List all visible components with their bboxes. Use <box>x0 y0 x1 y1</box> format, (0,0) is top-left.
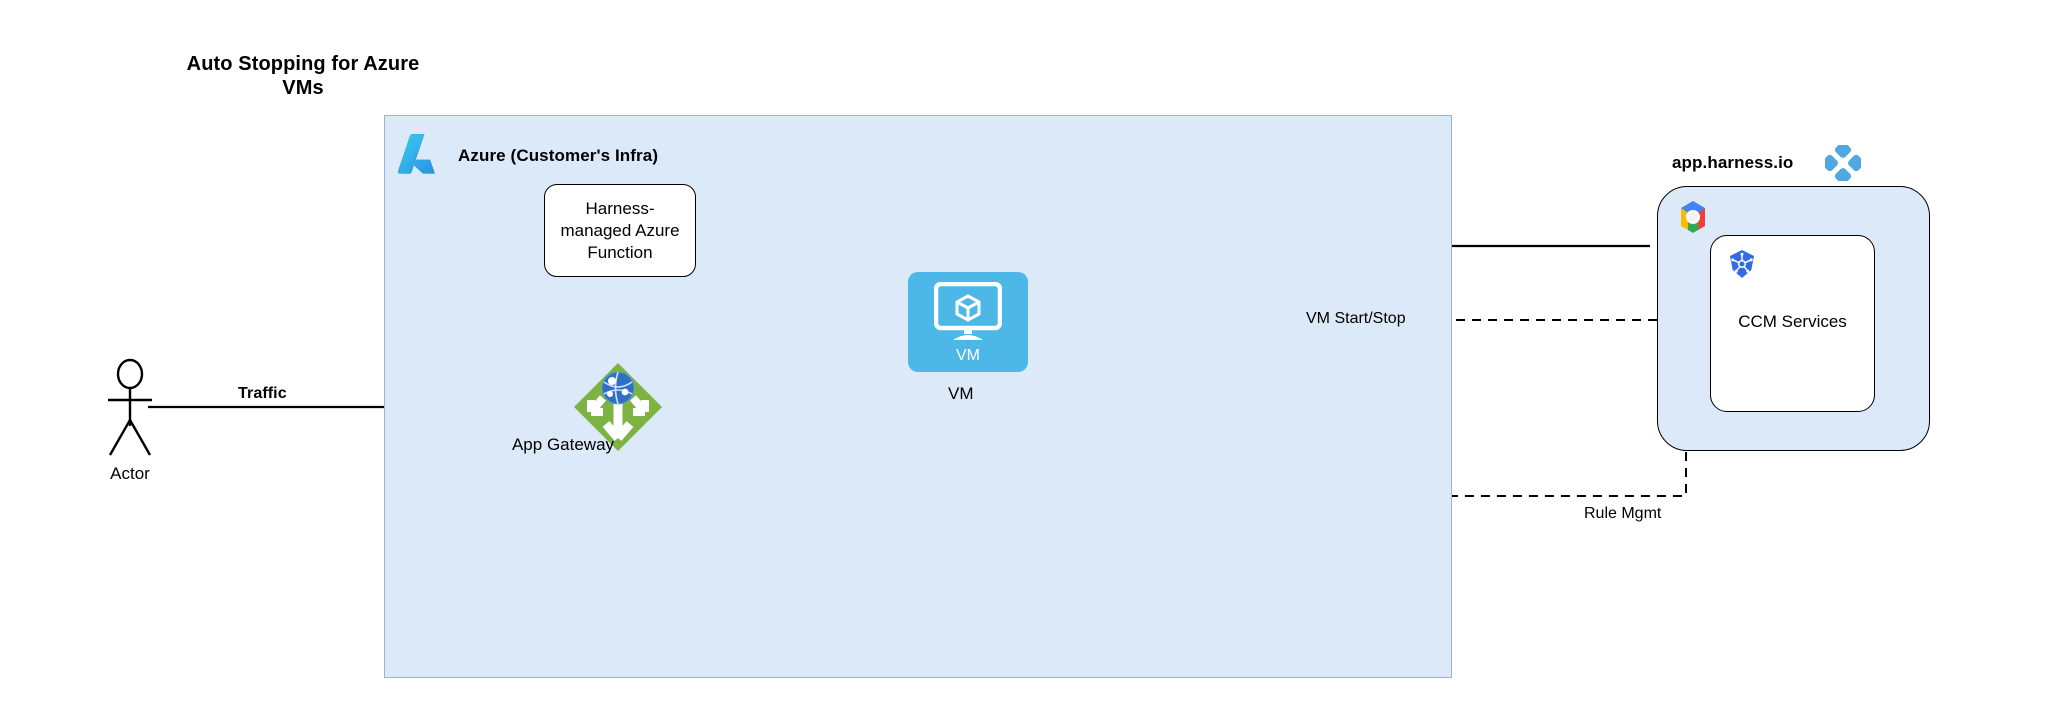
ccm-services-label: CCM Services <box>1738 312 1847 331</box>
azure-function-label: Harness-managed Azure Function <box>560 198 680 262</box>
azure-container-label: Azure (Customer's Infra) <box>458 146 659 165</box>
azure-logo <box>396 130 442 176</box>
azure-function-node[interactable]: Harness-managed Azure Function <box>544 184 696 277</box>
kubernetes-logo <box>1727 249 1757 279</box>
actor-node[interactable] <box>102 358 158 458</box>
google-cloud-logo <box>1674 200 1712 234</box>
vm-caption: VM <box>948 384 974 403</box>
edge-label-traffic: Traffic <box>238 385 287 402</box>
app-gateway-caption: App Gateway <box>511 435 615 454</box>
actor-stick-figure-icon <box>108 358 152 456</box>
vm-monitor-icon <box>934 282 1002 340</box>
app-gateway-node[interactable] <box>573 362 663 452</box>
edge-label-rule-mgmt: Rule Mgmt <box>1582 505 1664 523</box>
vm-inner-label: VM <box>956 347 980 364</box>
actor-caption: Actor <box>110 464 150 483</box>
edge-label-vm-start-stop: VM Start/Stop <box>1304 310 1408 328</box>
vm-node[interactable]: VM <box>908 272 1028 372</box>
page-title: Auto Stopping for Azure VMs <box>186 53 420 99</box>
harness-logo <box>1821 141 1865 185</box>
app-gateway-icon <box>574 363 662 451</box>
harness-title: app.harness.io <box>1672 153 1794 172</box>
